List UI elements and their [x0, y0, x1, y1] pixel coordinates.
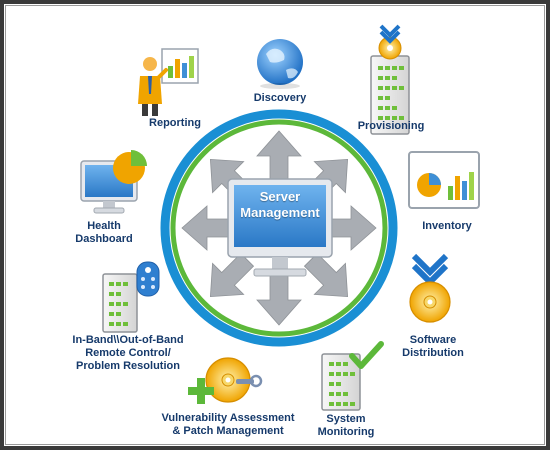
label-discovery: Discovery	[244, 92, 316, 105]
server-remote-icon	[102, 261, 160, 333]
cd-plus-icon	[188, 357, 263, 404]
label-vulnerability-line2: & Patch Management	[172, 425, 284, 437]
label-provisioning: Provisioning	[351, 120, 431, 133]
label-remote-line3: Problem Resolution	[76, 360, 180, 372]
label-inventory: Inventory	[414, 220, 480, 233]
center-title: Server Management	[232, 189, 328, 221]
globe-icon	[257, 39, 303, 89]
label-remote-line1: In-Band\\Out-of-Band	[72, 334, 184, 346]
label-software-distribution: Software Distribution	[393, 334, 473, 360]
label-health-line1: Health	[87, 220, 121, 232]
label-vulnerability-line1: Vulnerability Assessment	[161, 412, 295, 424]
chart-document-icon	[408, 151, 480, 209]
label-monitoring-line2: Monitoring	[317, 426, 375, 438]
label-remote-line2: Remote Control/	[85, 347, 171, 359]
label-provisioning-text: Provisioning	[357, 120, 425, 132]
label-monitoring-line1: System	[326, 413, 366, 425]
label-reporting: Reporting	[140, 117, 210, 130]
monitor-icon	[227, 178, 333, 277]
presenter-chart-icon	[138, 48, 199, 116]
radiating-arrows	[181, 130, 377, 326]
label-remote-control: In-Band\\Out-of-Band Remote Control/ Pro…	[60, 334, 196, 373]
label-software-line1: Software	[409, 334, 457, 346]
label-system-monitoring: System Monitoring	[309, 413, 383, 439]
server-disc-icon	[370, 24, 410, 135]
label-vulnerability: Vulnerability Assessment & Patch Managem…	[150, 412, 306, 438]
cd-download-icon	[409, 253, 451, 323]
center-title-line2: Management	[240, 205, 320, 220]
label-software-line2: Distribution	[402, 347, 464, 359]
center-title-line1: Server	[259, 189, 301, 204]
label-health-dashboard: Health Dashboard	[66, 220, 142, 246]
diagram-graphic	[80, 24, 480, 411]
label-discovery-text: Discovery	[253, 92, 307, 104]
label-reporting-text: Reporting	[149, 117, 201, 129]
label-inventory-text: Inventory	[422, 220, 472, 232]
label-health-line2: Dashboard	[75, 233, 133, 245]
monitor-pie-icon	[80, 150, 147, 214]
server-check-icon	[321, 341, 384, 411]
